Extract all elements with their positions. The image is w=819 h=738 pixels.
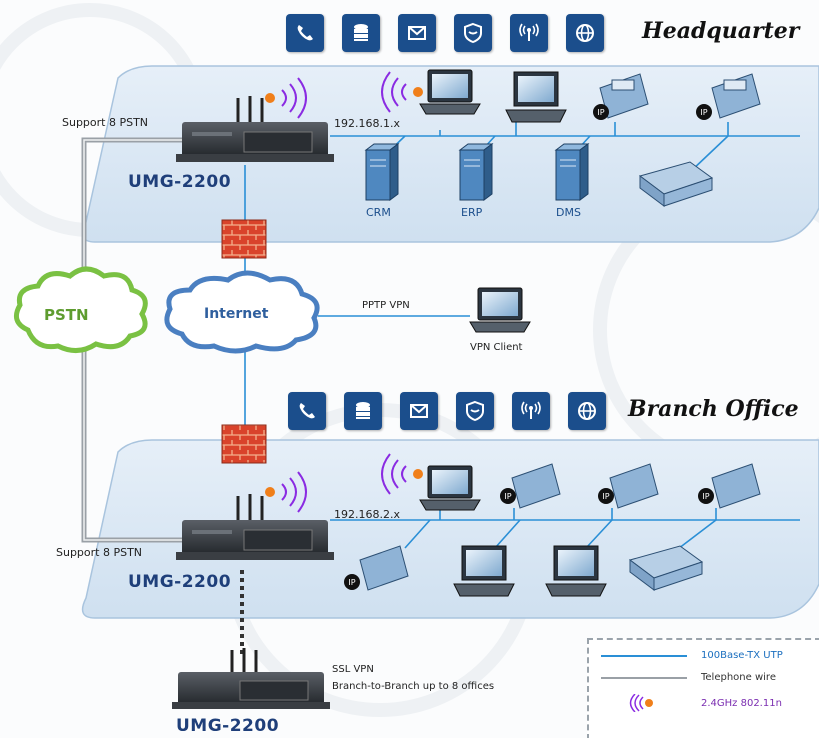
desktop-pc <box>453 545 515 597</box>
shield-icon <box>454 14 492 52</box>
hq-subnet-label: 192.168.1.x <box>334 117 400 130</box>
fax-machine <box>628 545 704 591</box>
branch-device-model: UMG-2200 <box>128 572 232 592</box>
branch-to-branch-label: Branch-to-Branch up to 8 offices <box>332 681 495 692</box>
ip-phone: IP <box>698 463 761 509</box>
headquarter-title: Headquarter <box>642 18 800 44</box>
legend-label-telephone: Telephone wire <box>701 672 776 683</box>
phone-icon <box>288 392 326 430</box>
remote-device-model: UMG-2200 <box>176 716 280 736</box>
legend-item-wireless: 2.4GHz 802.11n <box>601 694 782 712</box>
laptop <box>419 465 481 511</box>
svg-text:IP: IP <box>504 492 511 501</box>
shield-icon <box>456 392 494 430</box>
mail-icon <box>400 392 438 430</box>
ip-phone: IP <box>593 73 649 120</box>
server-crm <box>364 143 400 201</box>
service-icons-headquarter <box>286 14 604 52</box>
umg-device-headquarter <box>176 96 334 162</box>
fax-machine <box>638 161 714 207</box>
pstn-cloud-label: PSTN <box>44 306 89 324</box>
vpn-client-label: VPN Client <box>470 342 523 353</box>
server-dms <box>554 143 590 201</box>
phone-icon <box>286 14 324 52</box>
firewall-branch <box>221 424 267 464</box>
legend: 100Base-TX UTP Telephone wire 2.4GHz 802… <box>587 638 819 738</box>
mail-icon <box>398 14 436 52</box>
ip-phone: IP <box>500 463 561 509</box>
svg-text:IP: IP <box>700 108 707 117</box>
wireless-icon <box>510 14 548 52</box>
branch-support-pstn-label: Support 8 PSTN <box>56 546 143 559</box>
server-erp-label: ERP <box>461 206 483 219</box>
database-icon <box>344 392 382 430</box>
telephone-wire-inner <box>83 139 182 541</box>
svg-text:IP: IP <box>602 492 609 501</box>
laptop-vpn-client <box>469 287 531 333</box>
laptop <box>419 69 481 115</box>
ssl-vpn-label: SSL VPN <box>332 664 374 675</box>
ip-phone: IP <box>344 545 409 591</box>
ip-phone: IP <box>598 463 659 509</box>
umg-device-remote <box>172 648 330 709</box>
firewall-headquarter <box>221 219 267 259</box>
server-erp <box>458 143 494 201</box>
ip-phone: IP <box>696 73 761 120</box>
database-icon <box>342 14 380 52</box>
desktop-pc <box>545 545 607 597</box>
legend-item-telephone: Telephone wire <box>601 672 776 683</box>
branch-subnet-label: 192.168.2.x <box>334 508 400 521</box>
wireless-waves <box>265 71 423 513</box>
wireless-icon <box>512 392 550 430</box>
legend-swatch-utp <box>601 654 687 657</box>
server-crm-label: CRM <box>366 206 391 219</box>
desktop-pc <box>505 71 567 123</box>
legend-wireless-icon <box>601 694 687 712</box>
globe-icon <box>568 392 606 430</box>
legend-label-wireless: 2.4GHz 802.11n <box>701 697 782 709</box>
svg-text:IP: IP <box>348 578 355 587</box>
pptp-vpn-label: PPTP VPN <box>362 300 410 311</box>
service-icons-branch <box>288 392 606 430</box>
internet-cloud <box>164 270 320 354</box>
hq-support-pstn-label: Support 8 PSTN <box>62 116 149 129</box>
hq-device-model: UMG-2200 <box>128 172 232 192</box>
svg-text:IP: IP <box>597 108 604 117</box>
branch-office-title: Branch Office <box>628 396 799 422</box>
internet-cloud-label: Internet <box>204 306 269 322</box>
umg-device-branch <box>176 494 334 560</box>
pstn-cloud <box>13 266 148 353</box>
legend-item-utp: 100Base-TX UTP <box>601 650 783 661</box>
lan-lines <box>244 122 800 556</box>
legend-label-utp: 100Base-TX UTP <box>701 650 783 661</box>
server-dms-label: DMS <box>556 206 581 219</box>
legend-swatch-telephone <box>601 676 687 679</box>
svg-text:IP: IP <box>702 492 709 501</box>
globe-icon <box>566 14 604 52</box>
